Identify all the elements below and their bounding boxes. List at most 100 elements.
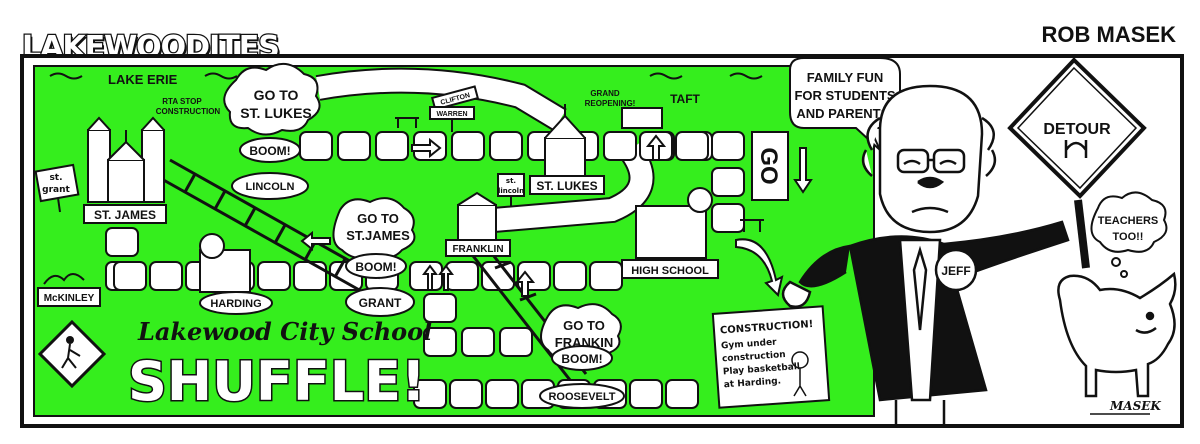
lincoln-label: LINCOLN	[246, 181, 295, 193]
cloud-st-james	[332, 197, 416, 259]
cloud-st-james-1: GO TO	[357, 211, 399, 226]
cloud-frankin-1: GO TO	[563, 318, 605, 333]
taft-building-icon	[621, 107, 663, 129]
board-square	[105, 227, 139, 257]
board-square	[409, 261, 443, 291]
board-square	[257, 261, 291, 291]
board-square	[711, 203, 745, 233]
boom-cloud-1	[239, 137, 301, 163]
board-square	[553, 261, 587, 291]
detour-label: DETOUR	[1043, 121, 1111, 138]
board-square	[675, 131, 709, 161]
board-square	[423, 327, 457, 357]
board-square	[711, 167, 745, 197]
jeff-badge-label: JEFF	[941, 264, 970, 278]
warren-sign: WARREN	[436, 111, 467, 118]
cloud-st-lukes-2: ST. LUKES	[240, 105, 312, 121]
st-lukes-label: ST. LUKES	[536, 179, 597, 193]
board-square	[293, 261, 327, 291]
board-square	[603, 131, 637, 161]
note-line-2: Gym under	[721, 338, 778, 352]
board-square	[451, 131, 485, 161]
arrow-up-icon	[645, 134, 667, 161]
franklin-label: FRANKLIN	[452, 244, 503, 255]
board-square	[149, 261, 183, 291]
barrier-2-icon	[740, 219, 764, 232]
jeff-badge	[934, 248, 978, 292]
basketball-2-icon	[199, 233, 225, 259]
harding-label: HARDING	[210, 298, 261, 310]
note-line-5: at Harding.	[724, 376, 782, 390]
arrow-down-icon	[793, 147, 813, 194]
st-james-church-icon	[87, 116, 165, 203]
speech-line-3: AND PARENTS!	[796, 106, 893, 121]
cloud-st-lukes	[223, 63, 321, 136]
board-square	[299, 131, 333, 161]
mckinley-label: McKINLEY	[44, 293, 95, 304]
detour-arrows-icon	[1064, 140, 1088, 158]
board-square	[445, 261, 479, 291]
dog-thought-1: TEACHERS	[1098, 215, 1159, 227]
barrier-icon	[395, 117, 419, 128]
construction-diamond-icon	[37, 319, 107, 389]
board-square	[489, 131, 523, 161]
board-square	[711, 131, 745, 161]
cloud-frankin	[540, 303, 622, 363]
artist-signature: MASEK	[1109, 399, 1161, 413]
st-james-label: ST. JAMES	[94, 208, 156, 222]
dog-thought-2: TOO!!	[1113, 231, 1144, 243]
boom-label-2: BOOM!	[355, 260, 396, 274]
board-square	[589, 261, 623, 291]
arrow-right-icon	[411, 137, 442, 159]
rta-line-1: RTA STOP	[162, 97, 202, 106]
boom-label-3: BOOM!	[561, 352, 602, 366]
curved-arrow-icon	[735, 238, 784, 297]
arrow-split-icon	[422, 264, 454, 291]
boom-cloud-3	[551, 345, 613, 371]
board-square	[113, 261, 147, 291]
rubble-icon	[43, 273, 85, 285]
detour-sign	[1007, 57, 1147, 269]
cloud-frankin-2: FRANKIN	[555, 335, 614, 350]
high-school-building-icon	[635, 205, 707, 259]
board-square	[629, 379, 663, 409]
board-square	[375, 131, 409, 161]
cloud-st-lukes-1: GO TO	[254, 87, 299, 103]
grand-line-2: REOPENING!	[585, 99, 636, 108]
boom-label-1: BOOM!	[249, 144, 290, 158]
board-square	[423, 293, 457, 323]
grant-label: GRANT	[359, 296, 402, 310]
board-square	[485, 379, 519, 409]
basketball-icon	[687, 187, 713, 213]
grand-line-1: GRAND	[590, 89, 620, 98]
rta-line-2: CONSTRUCTION	[156, 107, 221, 116]
cloud-st-james-2: ST.JAMES	[346, 228, 410, 243]
lake-label: LAKE ERIE	[108, 72, 178, 87]
board-square	[461, 327, 495, 357]
board-square	[449, 379, 483, 409]
note-line-3: construction	[722, 350, 786, 364]
dog-thought-bubble	[1090, 191, 1168, 278]
speech-line-1: FAMILY FUN	[807, 70, 884, 85]
arrow-up-small-icon	[514, 270, 536, 297]
board-square	[499, 327, 533, 357]
construction-note	[711, 305, 831, 409]
boom-cloud-2	[345, 253, 407, 279]
taft-label: TAFT	[670, 92, 700, 106]
game-title-line-1: Lakewood City School	[137, 317, 432, 346]
roosevelt-label: ROOSEVELT	[548, 391, 615, 403]
speech-line-2: FOR STUDENTS	[794, 88, 895, 103]
st-lincoln-sign-1: st.	[506, 177, 516, 185]
arrow-left-icon	[300, 230, 331, 252]
game-title-line-2: SHUFFLE!	[128, 350, 426, 413]
ladder	[159, 158, 381, 298]
comic-author: ROB MASEK	[1041, 22, 1176, 47]
dog	[1057, 271, 1177, 398]
st-grant-sign-1: st.	[49, 173, 62, 183]
high-school-label: HIGH SCHOOL	[631, 265, 709, 277]
board-square	[337, 131, 371, 161]
go-label: GO	[755, 147, 782, 184]
board-square	[413, 379, 447, 409]
st-grant-sign-2: grant	[42, 185, 70, 195]
